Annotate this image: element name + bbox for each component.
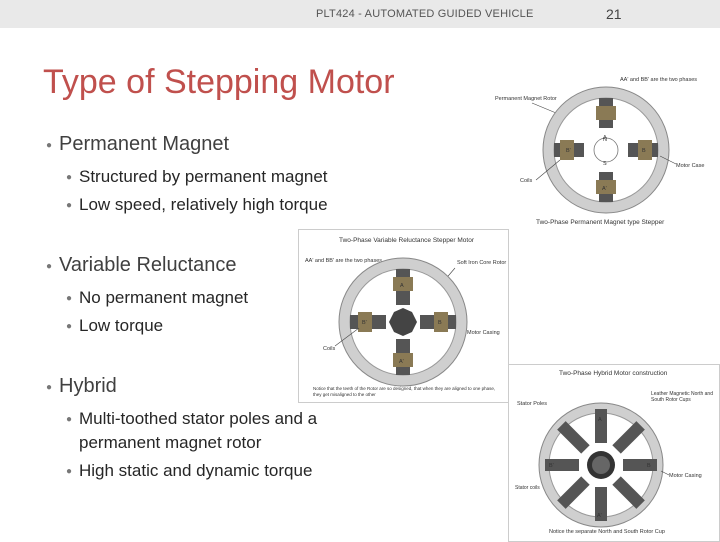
pm-pole-right: B — [642, 148, 646, 154]
hybrid-coils-label: Stator coils — [515, 485, 540, 491]
bullet-dot: ● — [46, 261, 53, 272]
hybrid-pole-a-prime: A' — [597, 513, 602, 519]
pm-rotor-s: S — [603, 161, 607, 167]
hybrid-title: Two-Phase Hybrid Motor construction — [559, 370, 668, 377]
pm-pole-bottom: A' — [602, 186, 607, 192]
page-number: 21 — [606, 6, 622, 22]
hybrid-stepper-diagram: Two-Phase Hybrid Motor construction Stat… — [508, 364, 720, 542]
pm-rotor-n: N — [603, 137, 607, 143]
section-heading: Permanent Magnet — [59, 133, 230, 155]
pm-stepper-diagram: AA' and BB' are the two phases Permanent… — [490, 70, 718, 230]
sub-bullet-text: Structured by permanent magnet — [79, 167, 328, 186]
vr-pole-top: A — [400, 283, 404, 289]
vr-pole-left: B' — [362, 320, 367, 326]
pm-pole-top: A — [603, 135, 607, 141]
hybrid-poles-label: Stator Poles — [517, 401, 547, 407]
bullet-dot: ● — [46, 382, 53, 393]
sub-bullet: ● Low torque — [66, 316, 164, 336]
section-heading: Hybrid — [59, 375, 117, 397]
bullet-permanent-magnet: ● Permanent Magnet — [46, 133, 230, 156]
sub-bullet-text: High static and dynamic torque — [79, 461, 313, 480]
hybrid-pole-b: B — [647, 463, 651, 469]
hybrid-case-label: Motor Casing — [669, 473, 702, 479]
bullet-dot: ● — [66, 293, 73, 304]
hybrid-caption: Notice the separate North and South Roto… — [549, 529, 665, 535]
vr-coils-label: Coils — [323, 346, 335, 352]
pm-rotor-label: Permanent Magnet Rotor — [495, 96, 557, 102]
pm-pole-left: B' — [566, 148, 571, 154]
bullet-dot: ● — [66, 414, 73, 425]
sub-bullet-continuation: permanent magnet rotor — [79, 433, 261, 453]
bullet-dot: ● — [66, 172, 73, 183]
sub-bullet: ● Multi-toothed stator poles and a — [66, 409, 318, 429]
sub-bullet-text: Multi-toothed stator poles and a — [79, 409, 318, 428]
pm-coils-label: Coils — [520, 178, 532, 184]
vr-stepper-diagram: Two-Phase Variable Reluctance Stepper Mo… — [298, 229, 509, 403]
vr-phases-label: AA' and BB' are the two phases — [305, 258, 382, 264]
hybrid-rotor-label: Leather Magnetic North and South Rotor C… — [651, 391, 713, 403]
bullet-dot: ● — [66, 466, 73, 477]
vr-casing-label: Motor Casing — [467, 330, 500, 336]
pm-phases-label: AA' and BB' are the two phases — [620, 77, 697, 83]
sub-bullet-text: Low speed, relatively high torque — [79, 195, 328, 214]
bullet-variable-reluctance: ● Variable Reluctance — [46, 254, 237, 277]
section-heading: Variable Reluctance — [59, 254, 237, 276]
slide-title: Type of Stepping Motor — [43, 63, 395, 101]
hybrid-pole-a: A — [598, 417, 602, 423]
bullet-dot: ● — [46, 140, 53, 151]
bullet-dot: ● — [66, 321, 73, 332]
sub-bullet-text: Low torque — [79, 316, 164, 335]
sub-bullet: ● Low speed, relatively high torque — [66, 195, 328, 215]
hybrid-pole-b-prime: B' — [549, 463, 554, 469]
vr-note: Notice that the teeth of the Rotor are s… — [313, 386, 496, 397]
vr-pole-right: B — [438, 320, 442, 326]
sub-bullet: ● Structured by permanent magnet — [66, 167, 328, 187]
sub-bullet-text: permanent magnet rotor — [79, 433, 262, 452]
vr-title: Two-Phase Variable Reluctance Stepper Mo… — [339, 237, 475, 244]
vr-core-label: Soft Iron Core Rotor — [457, 260, 506, 266]
sub-bullet: ● High static and dynamic torque — [66, 461, 313, 481]
bullet-hybrid: ● Hybrid — [46, 375, 117, 398]
sub-bullet-text: No permanent magnet — [79, 288, 249, 307]
bullet-dot: ● — [66, 200, 73, 211]
header-bar — [0, 0, 720, 28]
pm-case-label: Motor Case — [676, 163, 704, 169]
pm-caption: Two-Phase Permanent Magnet type Stepper — [536, 219, 665, 226]
sub-bullet: ● No permanent magnet — [66, 288, 249, 308]
course-title: PLT424 - AUTOMATED GUIDED VEHICLE — [316, 8, 534, 20]
vr-pole-bottom: A' — [399, 359, 404, 365]
